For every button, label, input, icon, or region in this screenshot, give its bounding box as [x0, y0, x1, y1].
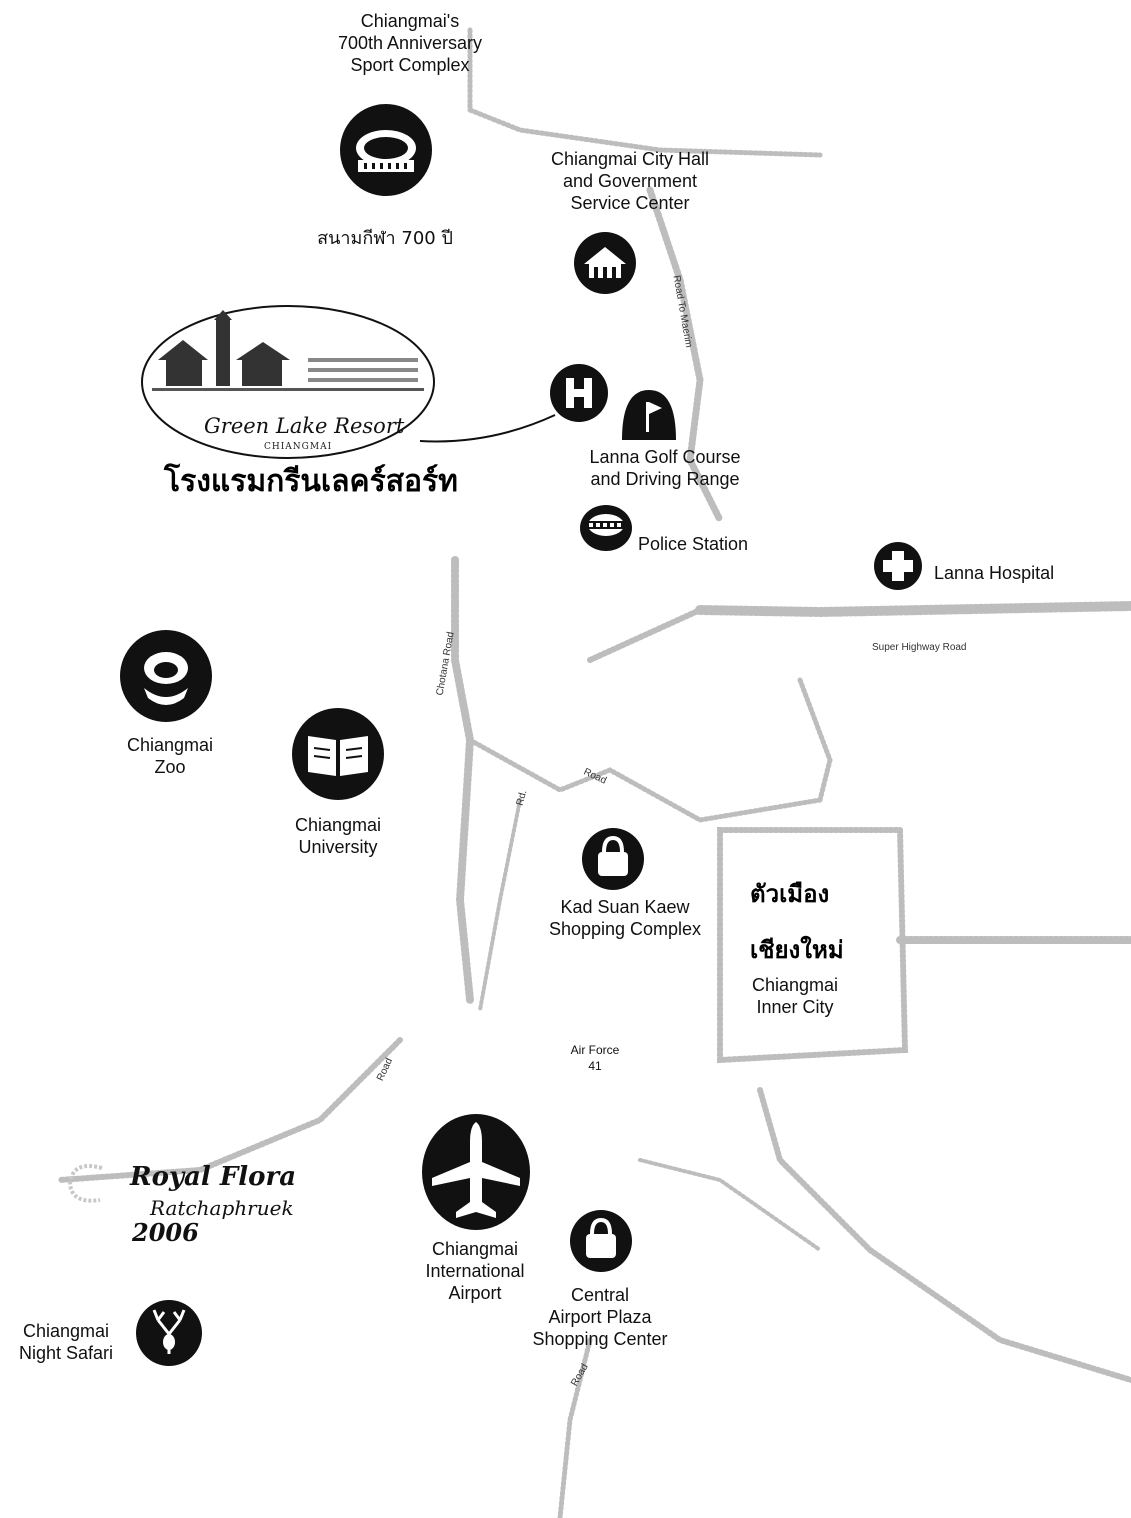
inner-city-thai-2: เชียงใหม่ [750, 935, 844, 964]
royal-flora-line-3: 2006 [132, 1218, 199, 1247]
royal-flora-line-2: Ratchaphruek [150, 1196, 294, 1220]
middle-road [467, 737, 823, 823]
university-label: Chiangmai University [294, 815, 382, 857]
police-icon [580, 505, 632, 551]
resort-city: CHIANGMAI [264, 442, 333, 452]
shopping-bag-icon [570, 1210, 632, 1272]
deer-icon [136, 1300, 202, 1366]
resort-name: Green Lake Resort [204, 414, 405, 438]
police-label: Police Station [638, 534, 749, 554]
airport-road [478, 798, 522, 1012]
east-road-3 [757, 1087, 1131, 1383]
hospital-cross-icon [874, 542, 922, 590]
road-to-maerim [646, 186, 724, 524]
resort-pointer [420, 414, 556, 443]
inner-city-thai-1: ตัวเมือง [750, 879, 830, 908]
inner-city-moat [717, 827, 909, 1064]
royal-flora-line-1: Royal Flora [130, 1162, 297, 1192]
lanna-hospital-label: Lanna Hospital [934, 563, 1055, 583]
road-label-super-highway: Super Highway Road [872, 642, 967, 653]
southwest-road [57, 1037, 403, 1183]
south-link [638, 1158, 822, 1252]
airport-label: Chiangmai International Airport [425, 1239, 525, 1303]
inner-city-label: Chiangmai Inner City [751, 975, 839, 1017]
golf-label: Lanna Golf Course and Driving Range [589, 447, 741, 489]
airplane-icon [422, 1114, 530, 1230]
stadium-icon [340, 104, 432, 196]
super-highway-branch [587, 607, 703, 663]
university-book-icon [292, 708, 384, 800]
air-force-label: Air Force 41 [570, 1043, 620, 1073]
kad-suan-kaew-label: Kad Suan Kaew Shopping Complex [548, 897, 702, 939]
city-hall-label: Chiangmai City Hall and Government Servi… [550, 149, 710, 213]
resort-illustration [141, 305, 435, 459]
night-safari-label: Chiangmai Night Safari [18, 1321, 114, 1363]
golf-icon [622, 390, 676, 440]
shopping-bag-icon [582, 828, 644, 890]
super-highway-road [695, 601, 1131, 618]
south-road [557, 1337, 593, 1518]
sport-complex-thai-label: สนามกีฬา 700 ปี [317, 228, 453, 249]
hospital-icon [550, 364, 608, 422]
resort-thai-name: โรงแรมกรีนเลคร์สอร์ท [164, 464, 458, 499]
chotana-road [451, 556, 475, 1004]
east-road-2 [797, 677, 833, 803]
top-road [467, 27, 823, 158]
zoo-label: Chiangmai Zoo [126, 735, 214, 777]
sport-complex-label: Chiangmai's 700th Anniversary Sport Comp… [337, 11, 483, 75]
central-plaza-label: Central Airport Plaza Shopping Center [532, 1285, 668, 1349]
government-building-icon [574, 232, 636, 294]
royal-flora-logo [67, 1164, 103, 1203]
zoo-icon [120, 630, 212, 722]
